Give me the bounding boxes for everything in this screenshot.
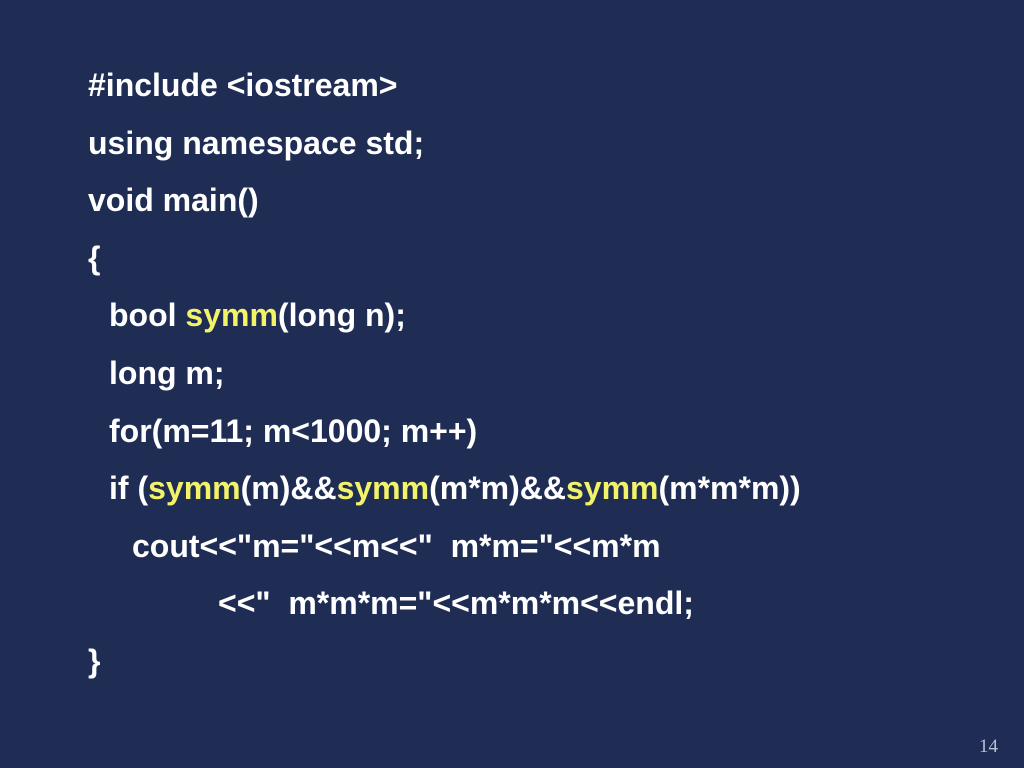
code-text: (m*m*m))	[658, 470, 801, 507]
code-line-function-declaration: bool symm(long n);	[88, 287, 801, 345]
function-name-highlight: symm	[148, 470, 241, 507]
code-text: bool	[109, 297, 186, 334]
code-line-close-brace: }	[88, 642, 101, 679]
code-line-for-loop: for(m=11; m<1000; m++)	[109, 412, 478, 449]
code-text: (long n);	[277, 297, 406, 334]
function-name-highlight: symm	[185, 297, 278, 334]
code-line-main-signature: void main()	[88, 182, 259, 219]
function-name-highlight: symm	[565, 470, 659, 507]
code-text: if (	[109, 470, 149, 507]
code-line-if-condition: if (symm(m)&&symm(m*m)&&symm(m*m*m))	[88, 460, 801, 518]
code-line-open-brace: {	[88, 239, 101, 276]
code-text: (m)&&	[240, 470, 337, 507]
code-line-using-namespace: using namespace std;	[88, 124, 425, 161]
page-number: 14	[979, 736, 998, 757]
code-line-cout-continued: <<" m*m*m="<<m*m*m<<endl;	[218, 585, 694, 622]
code-block: #include <iostream> using namespace std;…	[88, 57, 801, 691]
code-line-variable-declaration: long m;	[109, 354, 225, 391]
function-name-highlight: symm	[336, 470, 430, 507]
code-line-include: #include <iostream>	[88, 67, 398, 103]
code-line-cout: cout<<"m="<<m<<" m*m="<<m*m	[132, 527, 661, 564]
code-text: (m*m)&&	[429, 470, 566, 507]
